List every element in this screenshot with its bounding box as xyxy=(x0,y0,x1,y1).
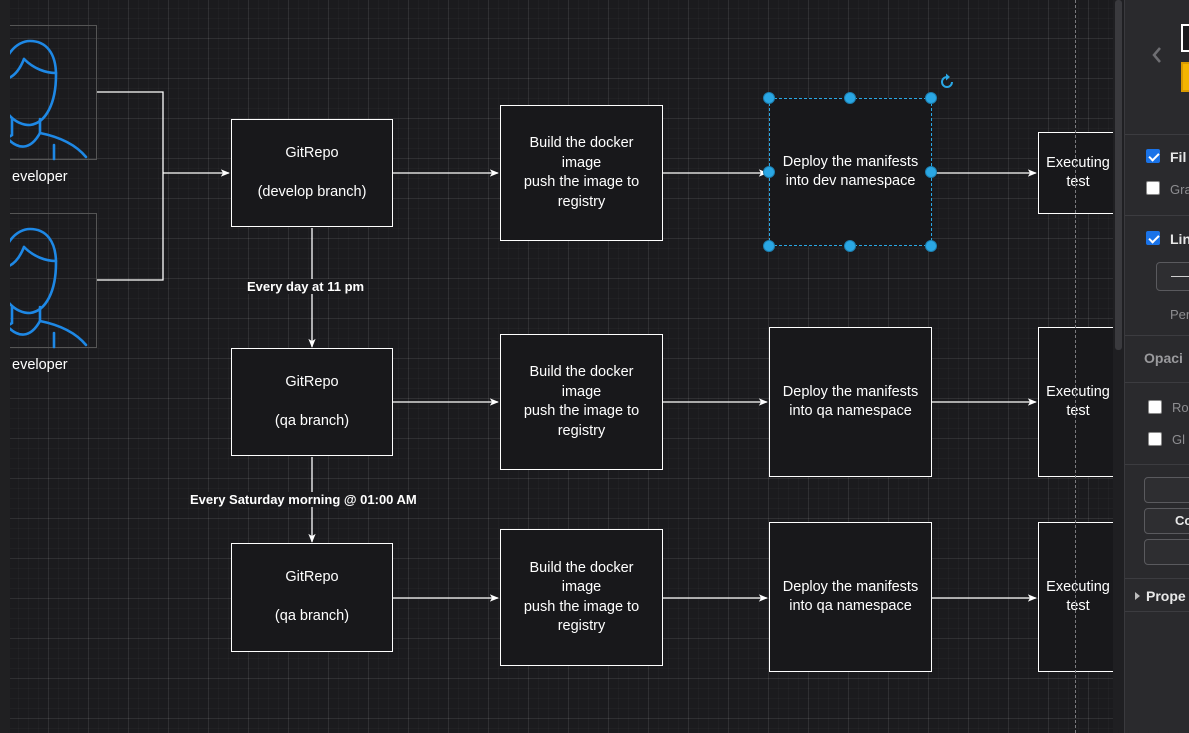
panel-divider xyxy=(1125,578,1189,579)
fill-checkbox[interactable] xyxy=(1146,149,1160,163)
diagram-canvas[interactable]: eveloper eveloper GitRepo (develop branc… xyxy=(10,0,1113,733)
perimeter-label: Per xyxy=(1170,307,1189,322)
line-label: Lin xyxy=(1170,231,1189,247)
gradient-checkbox[interactable] xyxy=(1146,181,1160,195)
gradient-label: Gra xyxy=(1170,182,1189,197)
connector-actor2-merge xyxy=(96,173,164,281)
resize-handle-top-right[interactable] xyxy=(925,92,937,104)
build-docker-box-row1[interactable]: Build the docker image push the image to… xyxy=(500,105,663,241)
edge-label-saturday[interactable]: Every Saturday morning @ 01:00 AM xyxy=(189,492,418,507)
canvas-vertical-scrollbar[interactable] xyxy=(1113,0,1124,733)
developer-actor-2[interactable]: eveloper xyxy=(10,213,100,383)
rotate-icon[interactable] xyxy=(937,72,957,92)
copy-style-button[interactable]: Co xyxy=(1144,508,1189,534)
chevron-right-icon[interactable] xyxy=(1134,591,1142,601)
rounded-label: Ro xyxy=(1172,400,1189,415)
actor-label: eveloper xyxy=(12,169,68,185)
resize-handle-bottom[interactable] xyxy=(844,240,856,252)
line-style-preview xyxy=(1171,276,1189,277)
chevron-left-icon[interactable] xyxy=(1151,46,1163,64)
deploy-qa-namespace-box-row2[interactable]: Deploy the manifests into qa namespace xyxy=(769,327,932,477)
gitrepo-develop-branch-box[interactable]: GitRepo (develop branch) xyxy=(231,119,393,227)
resize-handle-top-left[interactable] xyxy=(763,92,775,104)
panel-divider xyxy=(1125,382,1189,383)
developer-icon xyxy=(10,39,88,161)
panel-divider xyxy=(1125,611,1189,612)
rounded-checkbox[interactable] xyxy=(1148,400,1162,414)
build-docker-box-row2[interactable]: Build the docker image push the image to… xyxy=(500,334,663,470)
format-panel: Fil Gra Lin Per Opaci Ro Gl Co Prope xyxy=(1124,0,1189,733)
resize-handle-top[interactable] xyxy=(844,92,856,104)
build-docker-box-row3[interactable]: Build the docker image push the image to… xyxy=(500,529,663,666)
gitrepo-qa-branch-box-row2[interactable]: GitRepo (qa branch) xyxy=(231,348,393,456)
properties-section-label[interactable]: Prope xyxy=(1146,588,1186,604)
set-as-default-button[interactable] xyxy=(1144,539,1189,565)
glass-label: Gl xyxy=(1172,432,1185,447)
edit-style-button[interactable] xyxy=(1144,477,1189,503)
line-checkbox[interactable] xyxy=(1146,231,1160,245)
panel-divider xyxy=(1125,464,1189,465)
developer-icon xyxy=(10,227,88,349)
style-preview-outline[interactable] xyxy=(1181,24,1189,52)
fill-label: Fil xyxy=(1170,149,1187,165)
page-break-line xyxy=(1075,0,1076,733)
developer-actor-1[interactable]: eveloper xyxy=(10,25,100,195)
glass-checkbox[interactable] xyxy=(1148,432,1162,446)
fill-color-swatch[interactable] xyxy=(1181,62,1189,92)
resize-handle-right[interactable] xyxy=(925,166,937,178)
scrollbar-thumb[interactable] xyxy=(1115,0,1122,350)
edge-label-daily[interactable]: Every day at 11 pm xyxy=(246,279,366,294)
opacity-label: Opaci xyxy=(1144,350,1183,366)
panel-divider xyxy=(1125,335,1189,336)
panel-divider xyxy=(1125,215,1189,216)
resize-handle-bottom-right[interactable] xyxy=(925,240,937,252)
deploy-qa-namespace-box-row3[interactable]: Deploy the manifests into qa namespace xyxy=(769,522,932,672)
actor-label: eveloper xyxy=(12,357,68,373)
resize-handle-bottom-left[interactable] xyxy=(763,240,775,252)
gitrepo-qa-branch-box-row3[interactable]: GitRepo (qa branch) xyxy=(231,543,393,652)
resize-handle-left[interactable] xyxy=(763,166,775,178)
line-style-select[interactable] xyxy=(1156,262,1189,291)
connector-actor1-merge xyxy=(96,91,164,173)
panel-divider xyxy=(1125,134,1189,135)
deploy-dev-namespace-box[interactable]: Deploy the manifests into dev namespace xyxy=(769,98,932,246)
